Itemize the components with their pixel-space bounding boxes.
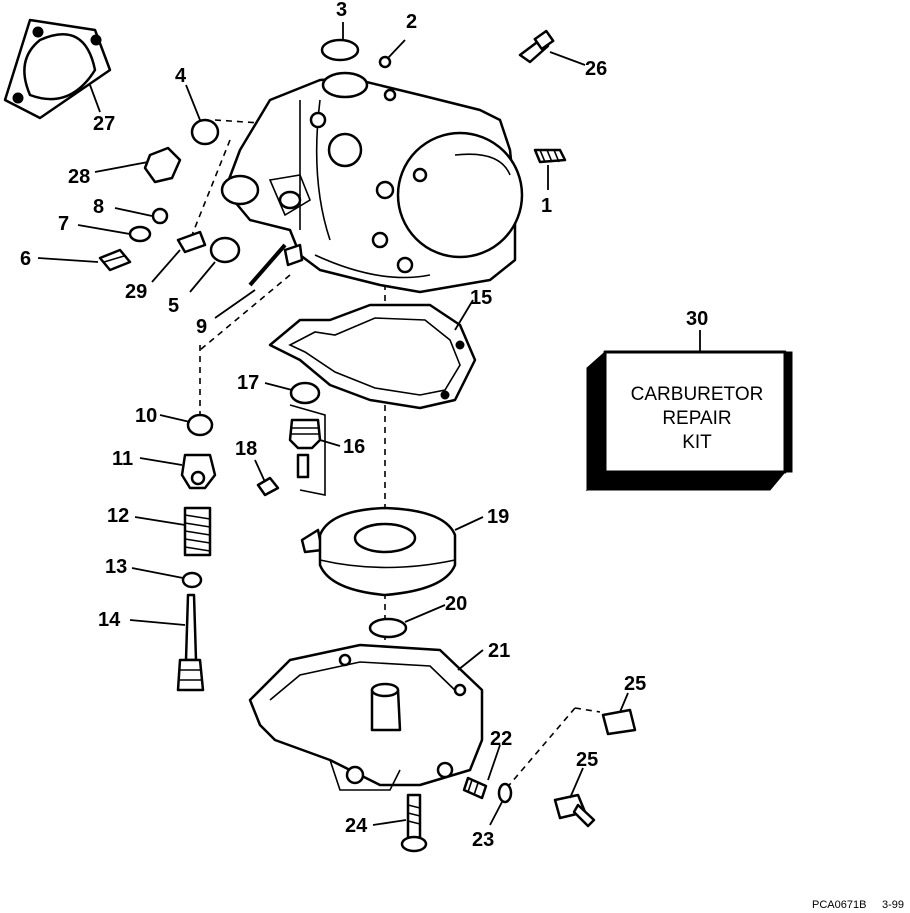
- callout-14: 14: [98, 609, 121, 631]
- callout-1: 1: [541, 195, 552, 217]
- carburetor-body: [220, 71, 524, 294]
- callout-10: 10: [135, 405, 157, 427]
- callout-24: 24: [345, 815, 368, 837]
- kit-line-3: KIT: [682, 432, 712, 453]
- callout-28: 28: [68, 166, 90, 188]
- float-bowl: [248, 643, 484, 791]
- float: [300, 506, 457, 597]
- bowl-bolt: [400, 793, 428, 853]
- callout-5: 5: [168, 295, 179, 317]
- callout-30: 30: [686, 308, 708, 330]
- inlet-needle-assembly: [256, 381, 326, 497]
- callout-15: 15: [470, 287, 492, 309]
- callout-21: 21: [488, 640, 510, 662]
- drain-screw-assembly: [462, 776, 513, 804]
- callout-18: 18: [235, 438, 257, 460]
- small-plugs: [190, 38, 392, 146]
- callout-13: 13: [105, 556, 127, 578]
- callout-23: 23: [472, 829, 494, 851]
- kit-line-1: CARBURETOR: [631, 384, 764, 405]
- mixture-screw-assembly: [176, 413, 217, 692]
- callout-labels: 1 2 3 4 5 6 7 8 9 10 11 12 13 14 15 16 1…: [20, 0, 708, 851]
- callout-2: 2: [406, 11, 417, 33]
- repair-kit-label: CARBURETOR REPAIR KIT: [631, 384, 764, 453]
- callout-3: 3: [336, 0, 347, 21]
- idle-screw: [533, 148, 567, 164]
- callout-22: 22: [490, 728, 512, 750]
- kit-line-2: REPAIR: [662, 408, 731, 429]
- callout-9: 9: [196, 316, 207, 338]
- bowl-fittings: [553, 708, 637, 828]
- flange-gasket: [3, 18, 112, 120]
- callout-27: 27: [93, 113, 115, 135]
- linkage-hardware: [98, 146, 287, 287]
- callout-6: 6: [20, 248, 31, 270]
- repair-kit-box: [585, 350, 793, 492]
- float-washer: [368, 617, 408, 639]
- leader-lines: [37, 22, 701, 826]
- callout-17: 17: [237, 372, 259, 394]
- callout-8: 8: [93, 196, 104, 218]
- callout-4: 4: [175, 65, 187, 87]
- callout-29: 29: [125, 281, 147, 303]
- callout-16: 16: [343, 436, 365, 458]
- callout-26: 26: [585, 58, 607, 80]
- float-bowl-gasket: [268, 303, 477, 410]
- callout-25a: 25: [624, 673, 646, 695]
- callout-25b: 25: [576, 749, 598, 771]
- figure-date: 3-99: [882, 899, 904, 911]
- callout-20: 20: [445, 593, 467, 615]
- callout-11: 11: [112, 448, 133, 470]
- figure-footer: PCA0671B 3-99: [812, 899, 904, 911]
- callout-7: 7: [58, 213, 69, 235]
- fuel-fitting: [518, 29, 555, 64]
- callout-19: 19: [487, 506, 509, 528]
- figure-code: PCA0671B: [812, 899, 866, 911]
- callout-12: 12: [107, 505, 129, 527]
